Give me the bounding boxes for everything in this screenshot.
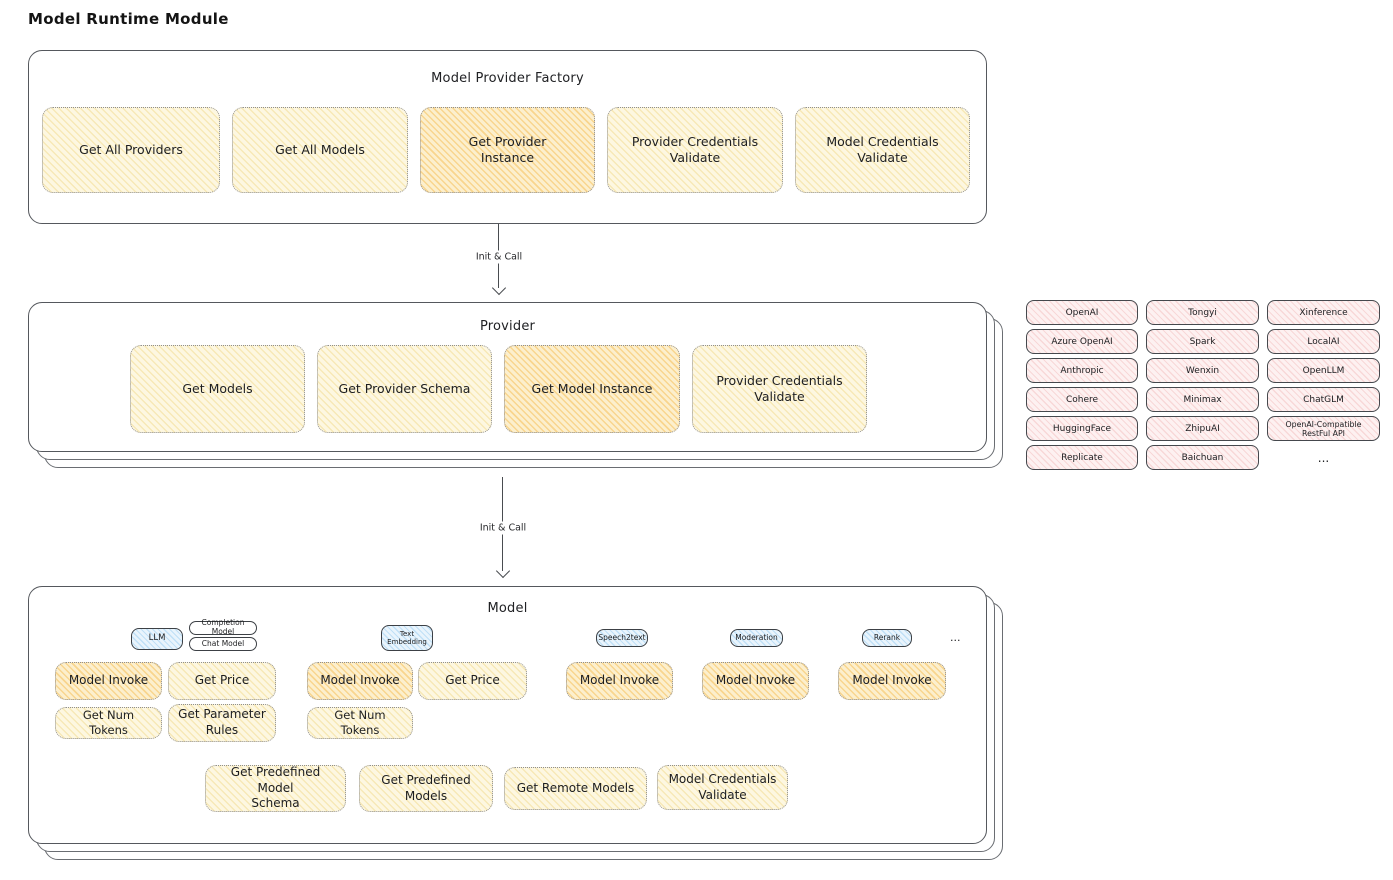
rerank-model-invoke: Model Invoke bbox=[838, 662, 946, 700]
arrow-factory-to-provider: Init & Call bbox=[470, 224, 528, 296]
arrow-head-icon bbox=[491, 280, 507, 296]
vendor-spark: Spark bbox=[1146, 329, 1259, 354]
speech2text-model-invoke: Model Invoke bbox=[566, 662, 673, 700]
tag-more-ellipsis: ... bbox=[950, 631, 961, 644]
provider-get-models: Get Models bbox=[130, 345, 305, 433]
tag-moderation: Moderation bbox=[730, 629, 783, 647]
model-get-predefined-model-schema: Get Predefined Model Schema bbox=[205, 765, 346, 812]
vendor-replicate: Replicate bbox=[1026, 445, 1138, 470]
embedding-get-num-tokens: Get Num Tokens bbox=[307, 707, 413, 739]
vendor-azure-openai: Azure OpenAI bbox=[1026, 329, 1138, 354]
vendor-xinference: Xinference bbox=[1267, 300, 1380, 325]
embedding-get-price: Get Price bbox=[418, 662, 527, 700]
model-title: Model bbox=[487, 601, 528, 616]
vendor-baichuan: Baichuan bbox=[1146, 445, 1259, 470]
embedding-model-invoke: Model Invoke bbox=[307, 662, 413, 700]
vendor-openai: OpenAI bbox=[1026, 300, 1138, 325]
llm-get-price: Get Price bbox=[168, 662, 276, 700]
page-title: Model Runtime Module bbox=[28, 10, 229, 28]
model-credentials-validate: Model Credentials Validate bbox=[657, 765, 788, 810]
moderation-model-invoke: Model Invoke bbox=[702, 662, 809, 700]
factory-get-provider-instance: Get Provider Instance bbox=[420, 107, 595, 193]
vendor-openllm: OpenLLM bbox=[1267, 358, 1380, 383]
tag-chat-model: Chat Model bbox=[189, 637, 257, 651]
tag-text-embedding: Text Embedding bbox=[381, 625, 433, 651]
llm-get-parameter-rules: Get Parameter Rules bbox=[168, 704, 276, 742]
tag-llm: LLM bbox=[131, 628, 183, 650]
vendor-grid: OpenAI Tongyi Xinference Azure OpenAI Sp… bbox=[1026, 300, 1380, 470]
vendor-minimax: Minimax bbox=[1146, 387, 1259, 412]
llm-model-invoke: Model Invoke bbox=[55, 662, 162, 700]
factory-get-all-models: Get All Models bbox=[232, 107, 408, 193]
vendor-anthropic: Anthropic bbox=[1026, 358, 1138, 383]
vendor-tongyi: Tongyi bbox=[1146, 300, 1259, 325]
factory-model-credentials-validate: Model Credentials Validate bbox=[795, 107, 970, 193]
arrow-provider-to-model: Init & Call bbox=[474, 477, 532, 579]
arrow-head-icon bbox=[495, 563, 511, 579]
provider-get-model-instance: Get Model Instance bbox=[504, 345, 680, 433]
arrow-label: Init & Call bbox=[474, 521, 532, 535]
provider-get-provider-schema: Get Provider Schema bbox=[317, 345, 492, 433]
tag-completion-model: Completion Model bbox=[189, 619, 257, 636]
tag-speech2text: Speech2text bbox=[596, 629, 648, 647]
factory-get-all-providers: Get All Providers bbox=[42, 107, 220, 193]
vendor-more-ellipsis: ... bbox=[1317, 450, 1330, 465]
vendor-wenxin: Wenxin bbox=[1146, 358, 1259, 383]
llm-get-num-tokens: Get Num Tokens bbox=[55, 707, 162, 739]
model-get-remote-models: Get Remote Models bbox=[504, 767, 647, 810]
vendor-localai: LocalAI bbox=[1267, 329, 1380, 354]
provider-credentials-validate: Provider Credentials Validate bbox=[692, 345, 867, 433]
arrow-label: Init & Call bbox=[470, 250, 528, 264]
vendor-zhipuai: ZhipuAI bbox=[1146, 416, 1259, 441]
vendor-cohere: Cohere bbox=[1026, 387, 1138, 412]
tag-rerank: Rerank bbox=[862, 629, 912, 647]
factory-title: Model Provider Factory bbox=[431, 71, 584, 86]
vendor-huggingface: HuggingFace bbox=[1026, 416, 1138, 441]
vendor-chatglm: ChatGLM bbox=[1267, 387, 1380, 412]
factory-provider-credentials-validate: Provider Credentials Validate bbox=[607, 107, 783, 193]
provider-title: Provider bbox=[479, 319, 536, 334]
vendor-openai-compatible-restful-api: OpenAI-Compatible RestFul API bbox=[1267, 416, 1380, 441]
model-get-predefined-models: Get Predefined Models bbox=[359, 765, 493, 812]
